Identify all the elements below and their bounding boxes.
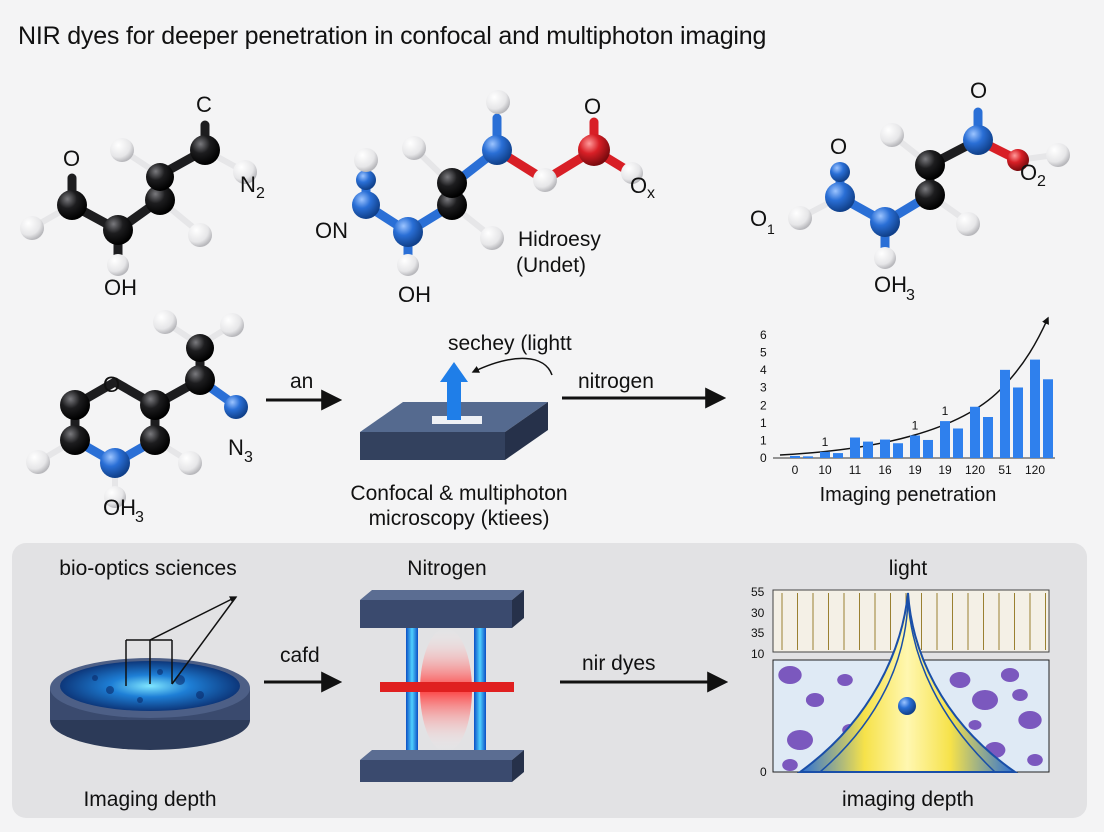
chart-bar — [833, 453, 843, 458]
chart-y-tick: 3 — [760, 381, 767, 395]
chart-bar — [923, 439, 933, 458]
microscopy-caption-line1: Confocal & multiphoton — [350, 482, 567, 505]
m4-o-label: O — [103, 372, 120, 397]
chart-y-tick: 0 — [760, 451, 767, 465]
chart-y-tick: 1 — [760, 433, 767, 447]
chart-bar — [820, 451, 830, 458]
light-label: sechey (lightt — [448, 332, 572, 355]
chart-annotation: 1 — [942, 404, 949, 418]
m2-oh-label: OH — [398, 282, 431, 307]
chart-bar — [1000, 369, 1010, 458]
chart-annotation: 1 — [912, 418, 919, 432]
chart-bar — [953, 428, 963, 458]
m3-oh3-sub: 3 — [906, 287, 915, 304]
chart-x-tick: 16 — [878, 463, 892, 477]
m3-o2-label: O — [970, 78, 987, 103]
m1-o-label: O — [63, 146, 80, 171]
chart-y-tick: 5 — [760, 346, 767, 360]
depth-tick-4: 0 — [760, 765, 767, 779]
bio-optics-label: bio-optics sciences — [59, 557, 236, 580]
m4-n-label: N — [228, 435, 244, 460]
molecule-4: O N 3 OH 3 — [26, 310, 253, 526]
petri-dish — [50, 596, 250, 750]
chart-x-tick: 19 — [908, 463, 922, 477]
chart-x-tick: 120 — [1025, 463, 1045, 477]
chart-bar — [850, 437, 860, 458]
imaging-depth-left-label: Imaging depth — [83, 788, 216, 811]
m2-on-label: ON — [315, 218, 348, 243]
chart-bar — [1013, 387, 1023, 458]
chart-annotation: 1 — [822, 435, 829, 449]
m2-caption-line2: (Undet) — [516, 254, 586, 277]
microscopy-caption-line2: microscopy (ktiees) — [369, 507, 550, 530]
chart-bar — [940, 421, 950, 458]
chart-y-tick: 6 — [760, 328, 767, 342]
chart-x-tick: 10 — [818, 463, 832, 477]
chart-bar — [790, 455, 800, 458]
bottom-arrow-2-label: nir dyes — [582, 652, 656, 675]
chart-bar — [863, 441, 873, 458]
chart-bar — [983, 417, 993, 458]
chart-bar — [893, 443, 903, 458]
m1-oh-label: OH — [104, 275, 137, 300]
depth-tick-2: 35 — [751, 626, 765, 640]
m2-ox-sub: x — [647, 185, 655, 202]
chart-bar — [803, 456, 813, 458]
molecule-1: C O N 2 OH — [20, 92, 265, 300]
m3-o3-label: O — [1020, 160, 1037, 185]
chart-bar — [880, 439, 890, 458]
flow-arrow-2-label: nitrogen — [578, 370, 654, 393]
chart-bar — [1030, 359, 1040, 458]
chart-x-tick: 51 — [998, 463, 1012, 477]
m3-o4-label: O — [750, 206, 767, 231]
molecule-3: O O O 2 O 1 OH 3 — [750, 78, 1070, 304]
bottom-arrow-1-label: cafd — [280, 644, 320, 667]
nitrogen-label: Nitrogen — [407, 557, 486, 580]
chart-y-tick: 2 — [760, 398, 767, 412]
m1-n-sub: 2 — [256, 185, 265, 202]
chart-bar — [1043, 379, 1053, 458]
depth-tick-0: 55 — [751, 585, 765, 599]
m1-top-label: C — [196, 92, 212, 117]
molecule-2: ON OH O O x Hidroesy (Undet) — [315, 90, 655, 307]
chart-xlabel: Imaging penetration — [820, 484, 997, 506]
m3-o3-sub: 2 — [1037, 173, 1046, 190]
m4-oh-sub: 3 — [135, 509, 144, 526]
flow-arrow-1-label: an — [290, 370, 313, 393]
light-curve-arrow — [471, 357, 553, 376]
m4-n-sub: 3 — [244, 449, 253, 466]
chart-x-tick: 11 — [849, 463, 862, 477]
light-top-label: light — [889, 557, 928, 580]
m3-o1-label: O — [830, 134, 847, 159]
page-title: NIR dyes for deeper penetration in confo… — [18, 22, 767, 50]
chart-bar — [970, 406, 980, 458]
m2-o-label: O — [584, 94, 601, 119]
chart-x-tick: 19 — [938, 463, 952, 477]
chart-y-tick: 4 — [760, 363, 767, 377]
chart-x-tick: 0 — [792, 463, 799, 477]
chart-bar — [910, 435, 920, 458]
nitrogen-clamp — [360, 590, 524, 782]
imaging-depth-right-label: imaging depth — [842, 788, 974, 811]
chart-y-tick: 1 — [760, 416, 767, 430]
depth-tick-3: 10 — [751, 647, 765, 661]
m2-ox-label: O — [630, 173, 647, 198]
m3-o4-sub: 1 — [767, 221, 775, 237]
chart-x-tick: 120 — [965, 463, 985, 477]
depth-tick-1: 30 — [751, 606, 765, 620]
m3-oh3-label: OH — [874, 272, 907, 297]
depth-imaging-panel: 55 30 35 10 0 — [751, 585, 1050, 779]
m2-caption-line1: Hidroesy — [518, 228, 601, 251]
m4-oh-label: OH — [103, 495, 136, 520]
m1-n-label: N — [240, 172, 256, 197]
light-up-arrow — [440, 362, 468, 420]
